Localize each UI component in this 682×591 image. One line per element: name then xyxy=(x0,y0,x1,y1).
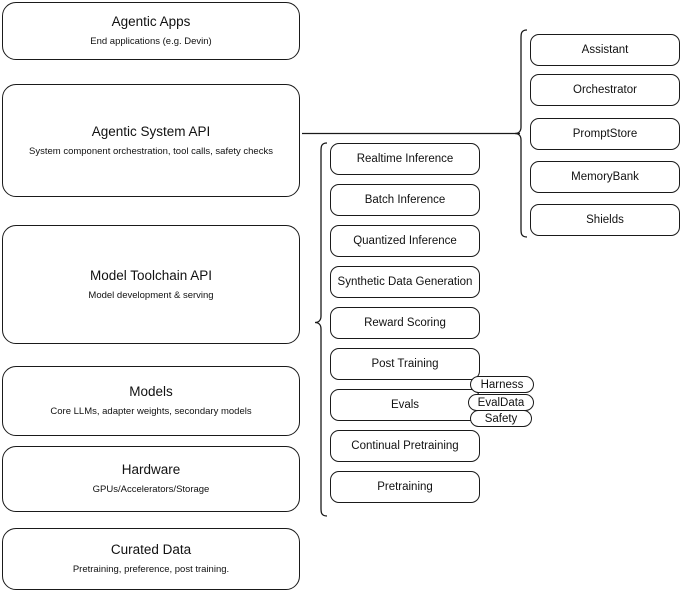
toolchain-box-realtime-inference[interactable]: Realtime Inference xyxy=(330,143,480,175)
layer-subtitle: Model development & serving xyxy=(88,289,214,301)
layer-title: Agentic Apps xyxy=(111,14,191,30)
agentic-box-promptstore[interactable]: PromptStore xyxy=(530,118,680,150)
agentic-box-orchestrator[interactable]: Orchestrator xyxy=(530,74,680,106)
toolchain-box-reward-scoring[interactable]: Reward Scoring xyxy=(330,307,480,339)
layer-title: Models xyxy=(129,384,173,400)
brace-toolchain-components xyxy=(314,142,328,517)
agentic-box-shields[interactable]: Shields xyxy=(530,204,680,236)
toolchain-box-post-training[interactable]: Post Training xyxy=(330,348,480,380)
eval-pill-evaldata[interactable]: EvalData xyxy=(468,394,534,411)
toolchain-box-evals[interactable]: Evals xyxy=(330,389,480,421)
agentic-box-memorybank[interactable]: MemoryBank xyxy=(530,161,680,193)
layer-card-model-toolchain-api[interactable]: Model Toolchain API Model development & … xyxy=(2,225,300,344)
layer-title: Agentic System API xyxy=(91,123,211,139)
layer-card-hardware[interactable]: Hardware GPUs/Accelerators/Storage xyxy=(2,446,300,512)
layer-subtitle: Core LLMs, adapter weights, secondary mo… xyxy=(50,406,252,417)
eval-pill-harness[interactable]: Harness xyxy=(470,376,534,393)
toolchain-box-synthetic-data-generation[interactable]: Synthetic Data Generation xyxy=(330,266,480,298)
agentic-box-assistant[interactable]: Assistant xyxy=(530,34,680,66)
brace-agentic-components xyxy=(514,29,528,238)
layer-card-agentic-apps[interactable]: Agentic Apps End applications (e.g. Devi… xyxy=(2,2,300,60)
layer-title: Model Toolchain API xyxy=(89,267,213,283)
layer-subtitle: End applications (e.g. Devin) xyxy=(90,36,212,47)
layer-title: Curated Data xyxy=(110,542,192,558)
layer-card-models[interactable]: Models Core LLMs, adapter weights, secon… xyxy=(2,366,300,436)
toolchain-box-quantized-inference[interactable]: Quantized Inference xyxy=(330,225,480,257)
eval-pill-safety[interactable]: Safety xyxy=(470,410,532,427)
layer-subtitle: System component orchestration, tool cal… xyxy=(29,145,273,157)
layer-card-curated-data[interactable]: Curated Data Pretraining, preference, po… xyxy=(2,528,300,590)
layer-card-agentic-system-api[interactable]: Agentic System API System component orch… xyxy=(2,84,300,197)
layer-title: Hardware xyxy=(121,462,181,478)
toolchain-box-pretraining[interactable]: Pretraining xyxy=(330,471,480,503)
toolchain-box-continual-pretraining[interactable]: Continual Pretraining xyxy=(330,430,480,462)
toolchain-box-batch-inference[interactable]: Batch Inference xyxy=(330,184,480,216)
layer-subtitle: GPUs/Accelerators/Storage xyxy=(92,484,210,495)
layer-subtitle: Pretraining, preference, post training. xyxy=(72,564,230,575)
